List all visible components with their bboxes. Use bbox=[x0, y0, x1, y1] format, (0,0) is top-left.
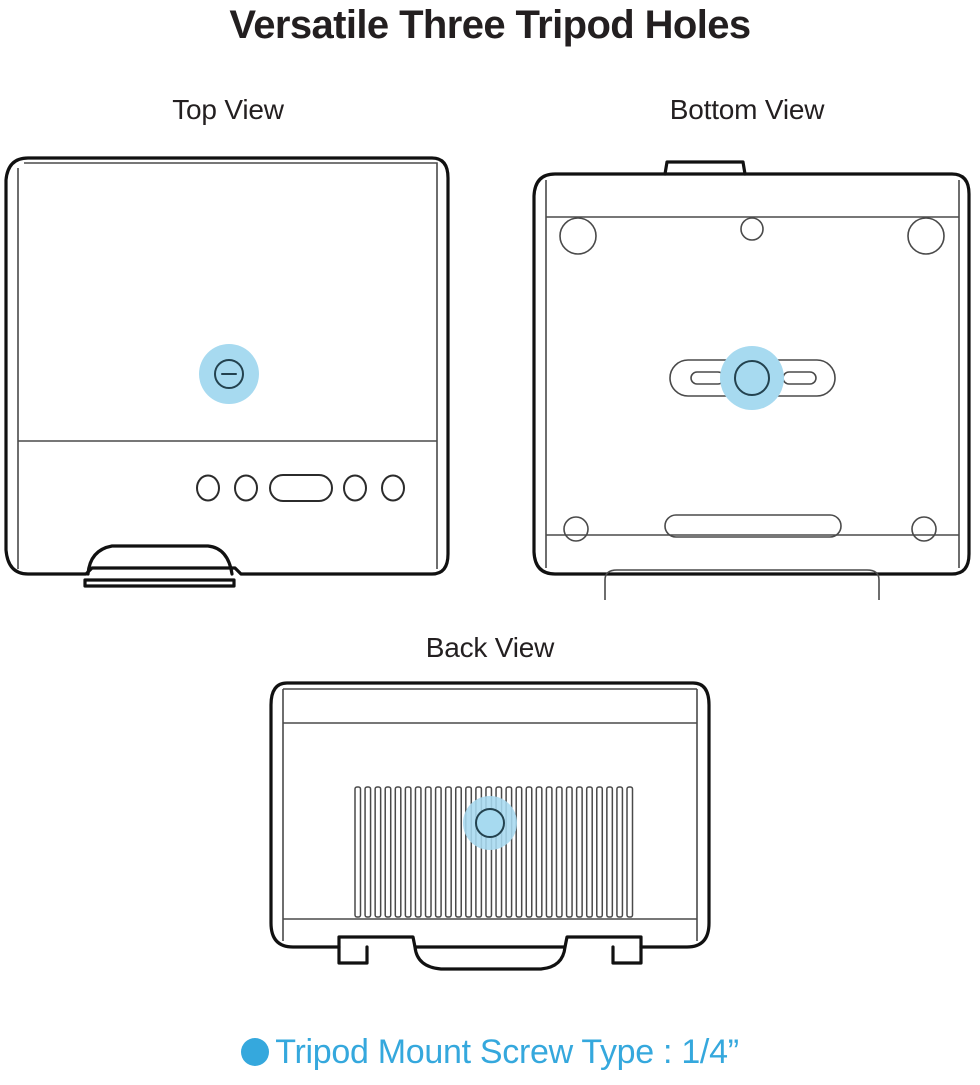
caption: Tripod Mount Screw Type : 1/4” bbox=[0, 1030, 980, 1074]
top-view-port-circle-3 bbox=[343, 474, 367, 502]
back-view-vent-slat bbox=[585, 786, 593, 918]
back-view-vent-slat bbox=[485, 786, 493, 918]
bottom-view-body-outline bbox=[532, 172, 971, 576]
bottom-view-rail-slot-right bbox=[782, 371, 817, 385]
top-view-front-bump bbox=[86, 544, 234, 576]
top-view-tripod-screw-hole-icon bbox=[214, 359, 244, 389]
bottom-view-rail-slot-left bbox=[690, 371, 725, 385]
page-title: Versatile Three Tripod Holes bbox=[229, 3, 751, 47]
view-label-back-view: Back View bbox=[425, 632, 555, 663]
back-view-vent-slat bbox=[444, 786, 452, 918]
bottom-view-highlight-circle bbox=[720, 346, 784, 410]
back-view-vent-slat bbox=[394, 786, 402, 918]
back-view-vent-slat bbox=[475, 786, 483, 918]
view-label-top-view: Top View bbox=[172, 94, 284, 125]
back-view-vent-slat bbox=[454, 786, 462, 918]
back-view-vent-slat bbox=[364, 786, 372, 918]
back-view-vent-slat bbox=[404, 786, 412, 918]
back-view-bottom-bump bbox=[413, 945, 567, 971]
bottom-view-corner-pad-top-left bbox=[559, 217, 597, 255]
back-view-vent-slat bbox=[535, 786, 543, 918]
back-view-vent-slat bbox=[414, 786, 422, 918]
back-view-vent-slat bbox=[354, 786, 362, 918]
back-view-vent-slat bbox=[626, 786, 634, 918]
back-view-vent-slat bbox=[525, 786, 533, 918]
top-view-inner-edge-line bbox=[24, 162, 438, 569]
bottom-view-tripod-screw-hole-icon bbox=[734, 360, 770, 396]
diagram-bottom-view bbox=[532, 160, 971, 600]
bottom-view-small-hole-top-center bbox=[740, 217, 764, 241]
back-view-vent-slat bbox=[374, 786, 382, 918]
back-view-tripod-screw-hole-icon bbox=[475, 808, 505, 838]
top-view-port-pill bbox=[269, 474, 333, 502]
back-view-vent-slat bbox=[545, 786, 553, 918]
bottom-view-corner-pad-bottom-right bbox=[911, 516, 937, 542]
back-view-vent-slat bbox=[465, 786, 473, 918]
back-view-vent-slat bbox=[555, 786, 563, 918]
caption-text: Tripod Mount Screw Type : 1/4” bbox=[275, 1033, 739, 1071]
back-view-vent-slat bbox=[434, 786, 442, 918]
back-view-vent-grille bbox=[354, 786, 634, 918]
back-view-vent-slat bbox=[424, 786, 432, 918]
bottom-view-lower-panel bbox=[604, 569, 880, 600]
top-view-port-circle-1 bbox=[196, 474, 220, 502]
view-label-bottom-view: Bottom View bbox=[669, 94, 825, 125]
top-view-front-bump-lip bbox=[83, 578, 236, 588]
back-view-vent-slat bbox=[606, 786, 614, 918]
filled-circle-icon bbox=[241, 1038, 270, 1066]
top-view-port-circle-4 bbox=[381, 474, 405, 502]
back-view-vent-slat bbox=[515, 786, 523, 918]
back-view-foot-right bbox=[611, 945, 643, 965]
bottom-view-corner-pad-top-right bbox=[907, 217, 945, 255]
bottom-view-top-tab bbox=[663, 160, 747, 176]
back-view-vent-slat bbox=[596, 786, 604, 918]
bottom-view-bottom-vent-slot bbox=[664, 514, 842, 538]
diagram-top-view bbox=[4, 156, 450, 588]
top-view-body-outline bbox=[4, 156, 450, 576]
back-view-vent-slat bbox=[505, 786, 513, 918]
back-view-vent-slat bbox=[495, 786, 503, 918]
back-view-vent-slat bbox=[565, 786, 573, 918]
top-view-port-circle-2 bbox=[234, 474, 258, 502]
bottom-view-corner-pad-bottom-left bbox=[563, 516, 589, 542]
back-view-vent-slat bbox=[616, 786, 624, 918]
diagram-back-view bbox=[269, 681, 711, 971]
back-view-vent-slat bbox=[575, 786, 583, 918]
back-view-foot-left bbox=[337, 945, 369, 965]
back-view-vent-slat bbox=[384, 786, 392, 918]
